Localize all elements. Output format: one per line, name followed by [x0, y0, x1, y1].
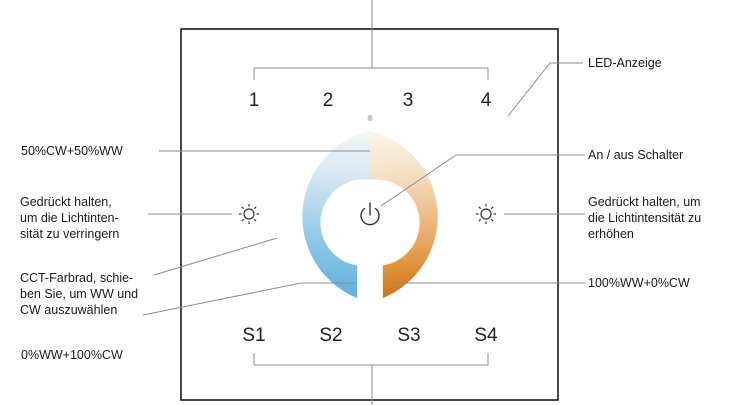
color-wheel-line-2: ben Sie, um WW und	[20, 287, 139, 301]
color-wheel-line-1: CCT-Farbrad, schie-	[20, 271, 134, 285]
scene-s1-button[interactable]: S1	[242, 325, 265, 346]
scene-s4-button[interactable]: S4	[474, 325, 498, 346]
decrease-brightness-label: Gedrückt halten, um die Lichtinten- sitä…	[20, 194, 119, 242]
increase-brightness-line-2: die Lichtintensität zu	[588, 211, 702, 225]
leader-lines	[142, 62, 585, 316]
zone-4-button[interactable]: 4	[481, 90, 492, 111]
mid-mix-label: 50%CW+50%WW	[21, 144, 123, 158]
warm-white-end-label: 100%WW+0%CW	[588, 276, 690, 290]
brightness-down-sun-icon[interactable]	[239, 204, 259, 224]
increase-brightness-line-1: Gedrückt halten, um	[588, 195, 701, 209]
zone-bracket	[253, 0, 489, 80]
brightness-up-sun-icon[interactable]	[476, 204, 496, 224]
increase-brightness-line-3: erhöhen	[588, 227, 634, 241]
zone-3-button[interactable]: 3	[403, 90, 414, 111]
increase-brightness-label: Gedrückt halten, um die Lichtintensität …	[588, 194, 701, 242]
cool-white-end-label: 0%WW+100%CW	[21, 348, 123, 362]
scene-s3-button[interactable]: S3	[397, 325, 420, 346]
decrease-brightness-line-1: Gedrückt halten,	[20, 195, 112, 209]
color-wheel-line-3: CW auszuwählen	[20, 303, 118, 317]
on-off-switch-label: An / aus Schalter	[588, 148, 684, 162]
led-indicator-label: LED-Anzeige	[588, 56, 662, 70]
decrease-brightness-line-2: um die Lichtinten-	[20, 211, 119, 225]
decrease-brightness-line-3: sität zu verringern	[20, 227, 120, 241]
scene-bracket	[253, 353, 489, 405]
color-wheel-label: CCT-Farbrad, schie- ben Sie, um WW und C…	[20, 270, 138, 318]
power-icon[interactable]	[360, 202, 380, 226]
cct-color-wheel[interactable]	[302, 131, 438, 299]
zone-1-button[interactable]: 1	[249, 90, 260, 111]
scene-s2-button[interactable]: S2	[319, 325, 342, 346]
zone-2-button[interactable]: 2	[323, 90, 334, 111]
led-indicator	[367, 114, 373, 122]
